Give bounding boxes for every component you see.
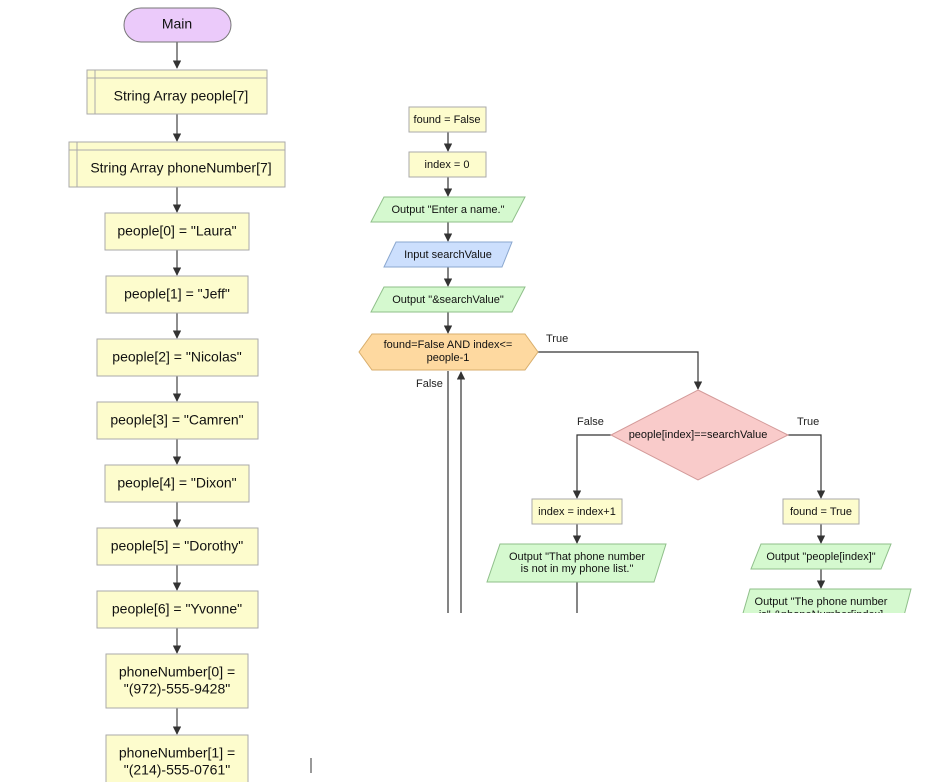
index-zero-label: index = 0 — [425, 159, 470, 171]
assign-people-5-label: people[5] = "Dorothy" — [111, 538, 244, 554]
declare-people-label: String Array people[7] — [114, 88, 249, 104]
assign-phonenumber-1-line2: "(214)-555-0761" — [124, 762, 230, 778]
assign-people-0 — [104, 212, 250, 251]
assign-phonenumber-1-line1: phoneNumber[1] = — [119, 745, 235, 761]
index-increment-box — [531, 498, 623, 525]
declare-phonenumber-block — [68, 141, 286, 188]
declare-people-block — [86, 69, 268, 115]
assign-phonenumber-0-line2: "(972)-555-9428" — [124, 681, 230, 697]
if-true-label: True — [797, 416, 819, 428]
output-people-index — [750, 543, 892, 570]
index-zero-box — [408, 151, 487, 178]
index-increment-label: index = index+1 — [538, 506, 616, 518]
input-searchvalue-label: Input searchValue — [404, 249, 492, 261]
assign-people-4 — [104, 464, 250, 503]
assign-people-1-label: people[1] = "Jeff" — [124, 286, 230, 302]
output-not-found-line1: Output "That phone number — [509, 551, 645, 563]
main-flowchart — [68, 7, 286, 782]
output-phone-number-line1: Output "The phone number — [755, 596, 888, 608]
while-loop-hexagon — [358, 333, 539, 371]
output-people-index-label: Output "people[index]" — [766, 551, 875, 563]
output-phone-number-line2: is" &phoneNumber[index] — [759, 609, 883, 621]
assign-people-6-label: people[6] = "Yvonne" — [112, 601, 242, 617]
search-flowchart: found = False index = 0 Output "Enter a … — [358, 106, 912, 621]
assign-people-5 — [96, 527, 259, 566]
main-label: Main — [162, 16, 192, 32]
output-not-found-line2: is not in my phone list." — [521, 563, 634, 575]
found-true-label: found = True — [790, 506, 852, 518]
output-not-found — [486, 543, 667, 583]
loop-condition-line1: found=False AND index<= — [384, 339, 513, 351]
if-false-label: False — [577, 416, 604, 428]
declare-phonenumber-label: String Array phoneNumber[7] — [90, 160, 271, 176]
output-searchvalue-label: Output "&searchValue" — [392, 294, 504, 306]
assign-phonenumber-1 — [105, 734, 249, 782]
assign-people-3-label: people[3] = "Camren" — [110, 412, 243, 428]
output-enter-name-label: Output "Enter a name." — [392, 204, 505, 216]
assign-people-1 — [105, 275, 249, 314]
assign-people-2 — [96, 338, 259, 377]
assign-people-4-label: people[4] = "Dixon" — [117, 475, 236, 491]
main-terminal — [123, 7, 232, 43]
assign-people-3 — [96, 401, 259, 440]
if-decision-diamond — [609, 389, 790, 481]
output-enter-name — [370, 196, 526, 223]
found-false-box — [408, 106, 487, 133]
input-searchvalue — [383, 241, 513, 268]
assign-people-0-label: people[0] = "Laura" — [117, 223, 236, 239]
assign-people-2-label: people[2] = "Nicolas" — [112, 349, 241, 365]
assign-phonenumber-0-line1: phoneNumber[0] = — [119, 664, 235, 680]
found-false-label: found = False — [414, 114, 481, 126]
output-searchvalue — [370, 286, 526, 313]
loop-condition-line2: people-1 — [427, 352, 470, 364]
if-condition-label: people[index]==searchValue — [629, 429, 768, 441]
loop-false-label: False — [416, 378, 443, 390]
right-connectors — [443, 132, 826, 613]
output-phone-number — [742, 588, 912, 613]
found-true-box — [782, 498, 860, 525]
loop-true-label: True — [546, 333, 568, 345]
left-texts: Main String Array people[7] String Array… — [90, 16, 271, 778]
assign-phonenumber-0 — [105, 653, 249, 709]
assign-people-6 — [96, 590, 259, 629]
